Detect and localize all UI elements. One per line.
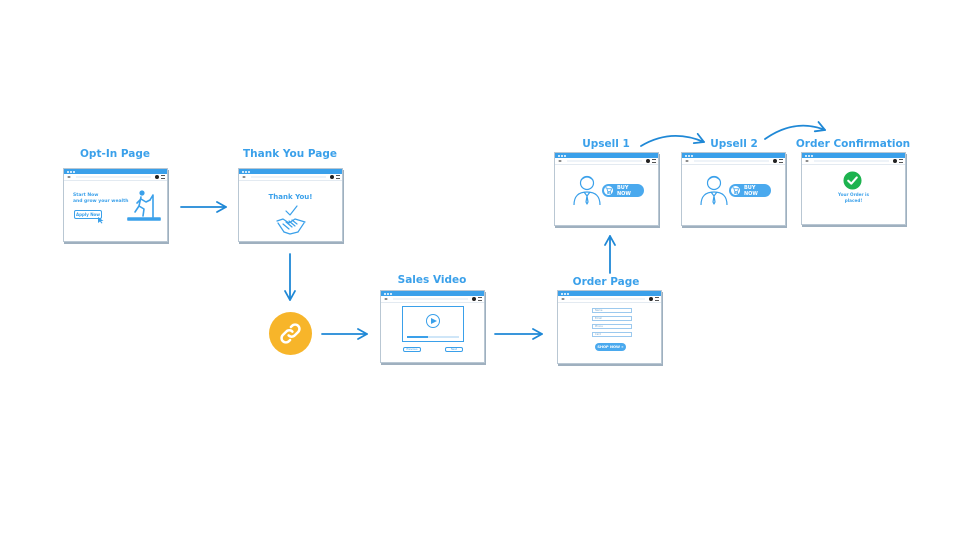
video-progress[interactable]	[407, 336, 459, 338]
order-field-card[interactable]: Card	[592, 332, 632, 337]
optin-title: Opt-In Page	[80, 148, 150, 160]
thankyou-title: Thank You Page	[243, 148, 337, 160]
order-field-email[interactable]: Email	[592, 316, 632, 321]
order-title: Order Page	[572, 276, 640, 288]
person-icon	[700, 175, 728, 206]
arrow-upsell1-to-upsell2	[640, 132, 705, 147]
previous-button[interactable]: Previous	[403, 347, 421, 352]
check-icon	[843, 171, 862, 190]
sales-title: Sales Video	[397, 274, 467, 286]
apply-now-button[interactable]: Apply Now	[74, 210, 102, 219]
confirm-message: Your Order is placed!	[838, 192, 869, 203]
confirm-title: Order Confirmation	[795, 138, 911, 150]
shop-now-button[interactable]: SHOP NOW »	[595, 343, 626, 351]
order-field-phone[interactable]: Phone	[592, 324, 632, 329]
upsell2-buy-now-button[interactable]: BUY NOW	[729, 184, 771, 197]
upsell2-title: Upsell 2	[710, 138, 758, 150]
treadmill-icon	[127, 190, 161, 221]
upsell1-buy-now-label: BUY NOW	[616, 184, 631, 197]
confirm-window: ◂▸ Your Order is placed!	[801, 152, 906, 225]
order-window: ◂▸ Name Email Phone Card SHOP NOW »	[557, 290, 662, 364]
upsell1-buy-now-button[interactable]: BUY NOW	[602, 184, 644, 197]
double-chevron-icon: »	[621, 345, 624, 349]
link-icon	[280, 323, 301, 344]
order-field-name[interactable]: Name	[592, 308, 632, 313]
handshake-icon	[276, 205, 306, 235]
play-icon	[431, 318, 437, 324]
cart-icon	[730, 185, 741, 196]
shop-now-label: SHOP NOW	[597, 345, 620, 349]
upsell2-buy-now-label: BUY NOW	[743, 184, 758, 197]
optin-window: ◂▸ Start Now and grow your wealth Apply …	[63, 168, 168, 242]
upsell1-window: ◂▸ BUY NOW	[554, 152, 659, 226]
person-icon	[573, 175, 601, 206]
thankyou-headline: Thank You!	[268, 193, 313, 201]
play-button[interactable]	[426, 314, 440, 328]
arrow-upsell2-to-confirm	[764, 121, 826, 140]
cursor-icon	[98, 217, 104, 224]
cart-icon	[603, 185, 614, 196]
optin-headline: Start Now and grow your wealth	[73, 193, 129, 204]
link-node	[269, 312, 312, 355]
next-button[interactable]: Next	[445, 347, 463, 352]
video-player[interactable]	[402, 306, 464, 342]
upsell2-window: ◂▸ BUY NOW	[681, 152, 786, 226]
sales-window: ◂▸ Previous Next	[380, 290, 485, 363]
thankyou-window: ◂▸ Thank You!	[238, 168, 343, 242]
upsell1-title: Upsell 1	[582, 138, 630, 150]
